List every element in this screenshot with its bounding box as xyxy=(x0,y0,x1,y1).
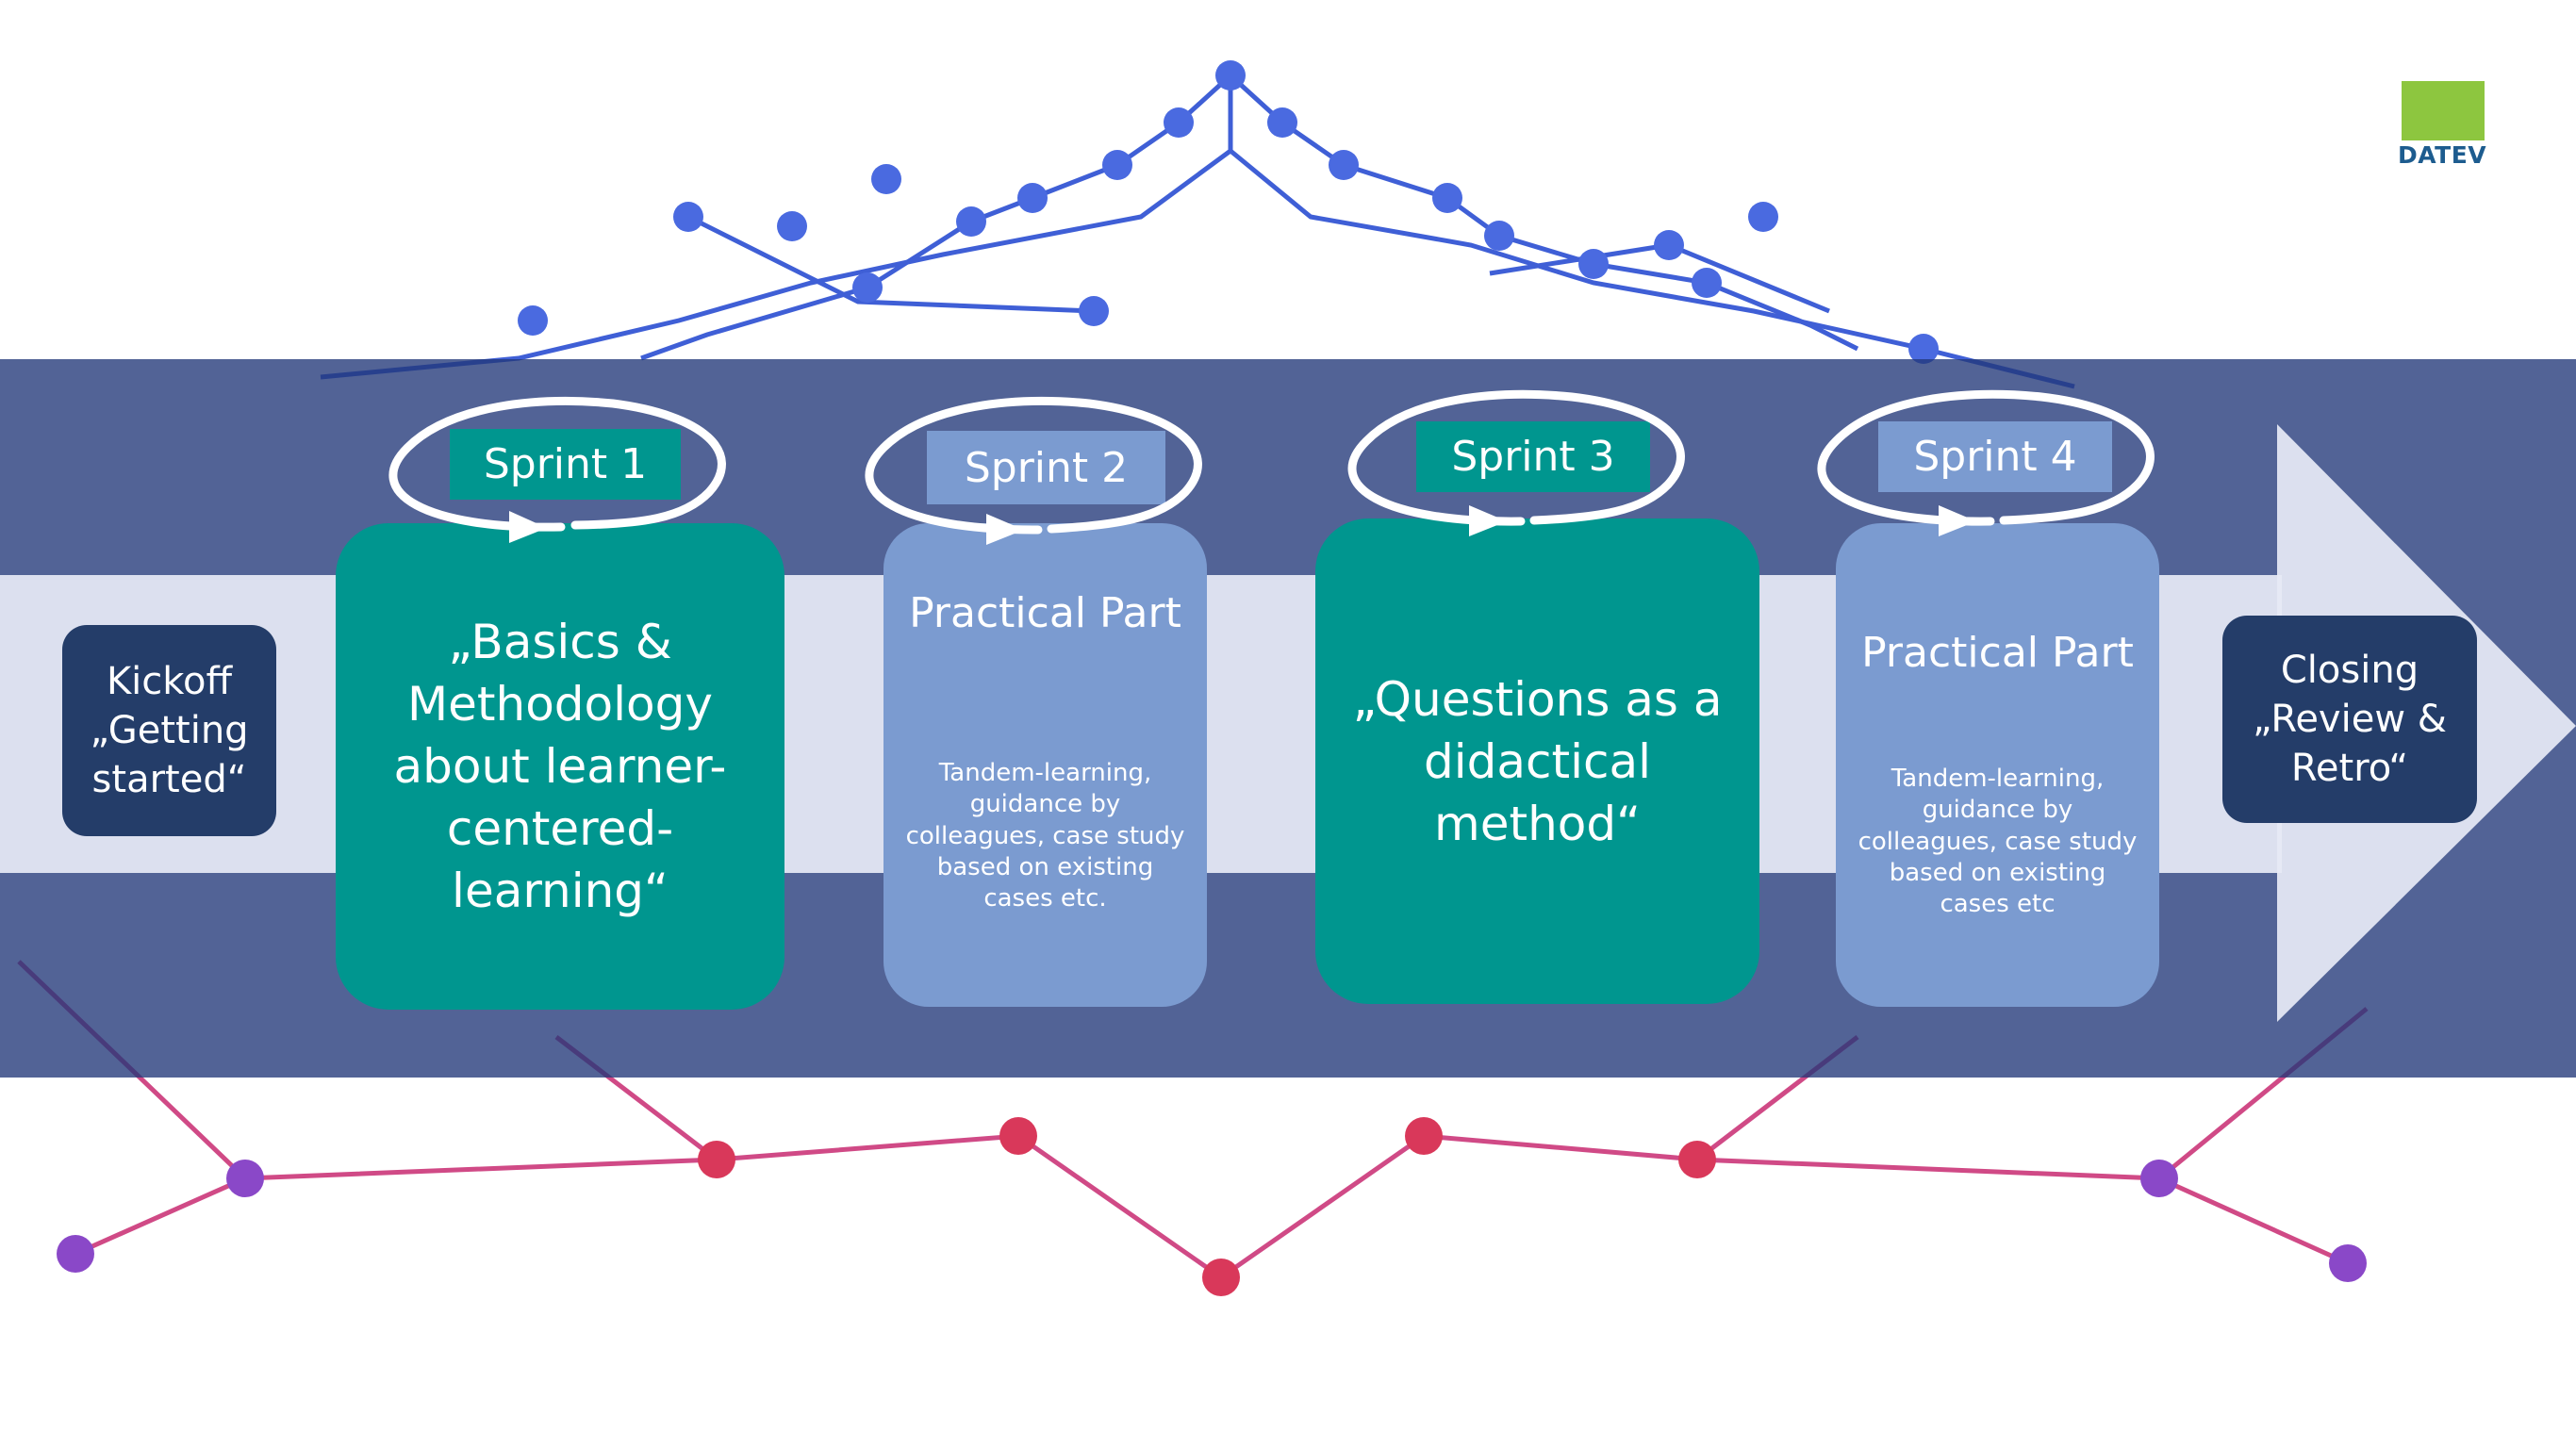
sprint-4-label: Sprint 4 xyxy=(1878,421,2112,492)
sprint-3-label: Sprint 3 xyxy=(1416,421,1650,492)
sprint-1-label: Sprint 1 xyxy=(450,429,681,500)
closing-box: Closing „Review & Retro“ xyxy=(2222,616,2477,823)
sprint-3-box: „Questions as a didactical method“ xyxy=(1315,518,1759,1004)
sprint-2-title: Practical Part xyxy=(909,589,1181,637)
kickoff-box: Kickoff „Getting started“ xyxy=(62,625,276,836)
sprint-2-label: Sprint 2 xyxy=(927,431,1165,504)
logo-square xyxy=(2402,81,2485,140)
sprint-4-title: Practical Part xyxy=(1861,629,2134,677)
sprint-4-description: Tandem-learning, guidance by colleagues,… xyxy=(1858,765,2138,919)
sprint-3-title: „Questions as a didactical method“ xyxy=(1352,671,1723,851)
closing-text: Closing „Review & Retro“ xyxy=(2253,649,2447,790)
sprint-2-description: Tandem-learning, guidance by colleagues,… xyxy=(905,759,1185,913)
sprint-2-box: Practical Part Tandem-learning, guidance… xyxy=(883,523,1207,1007)
kickoff-text: Kickoff „Getting started“ xyxy=(90,660,249,801)
sprint-1-title: „Basics & Methodology about learner- cen… xyxy=(393,615,727,918)
datev-logo: DATEV xyxy=(2398,81,2486,172)
logo-text: DATEV xyxy=(2398,141,2487,169)
sprint-1-box: „Basics & Methodology about learner- cen… xyxy=(336,523,784,1010)
sprint-4-box: Practical Part Tandem-learning, guidance… xyxy=(1836,523,2159,1007)
